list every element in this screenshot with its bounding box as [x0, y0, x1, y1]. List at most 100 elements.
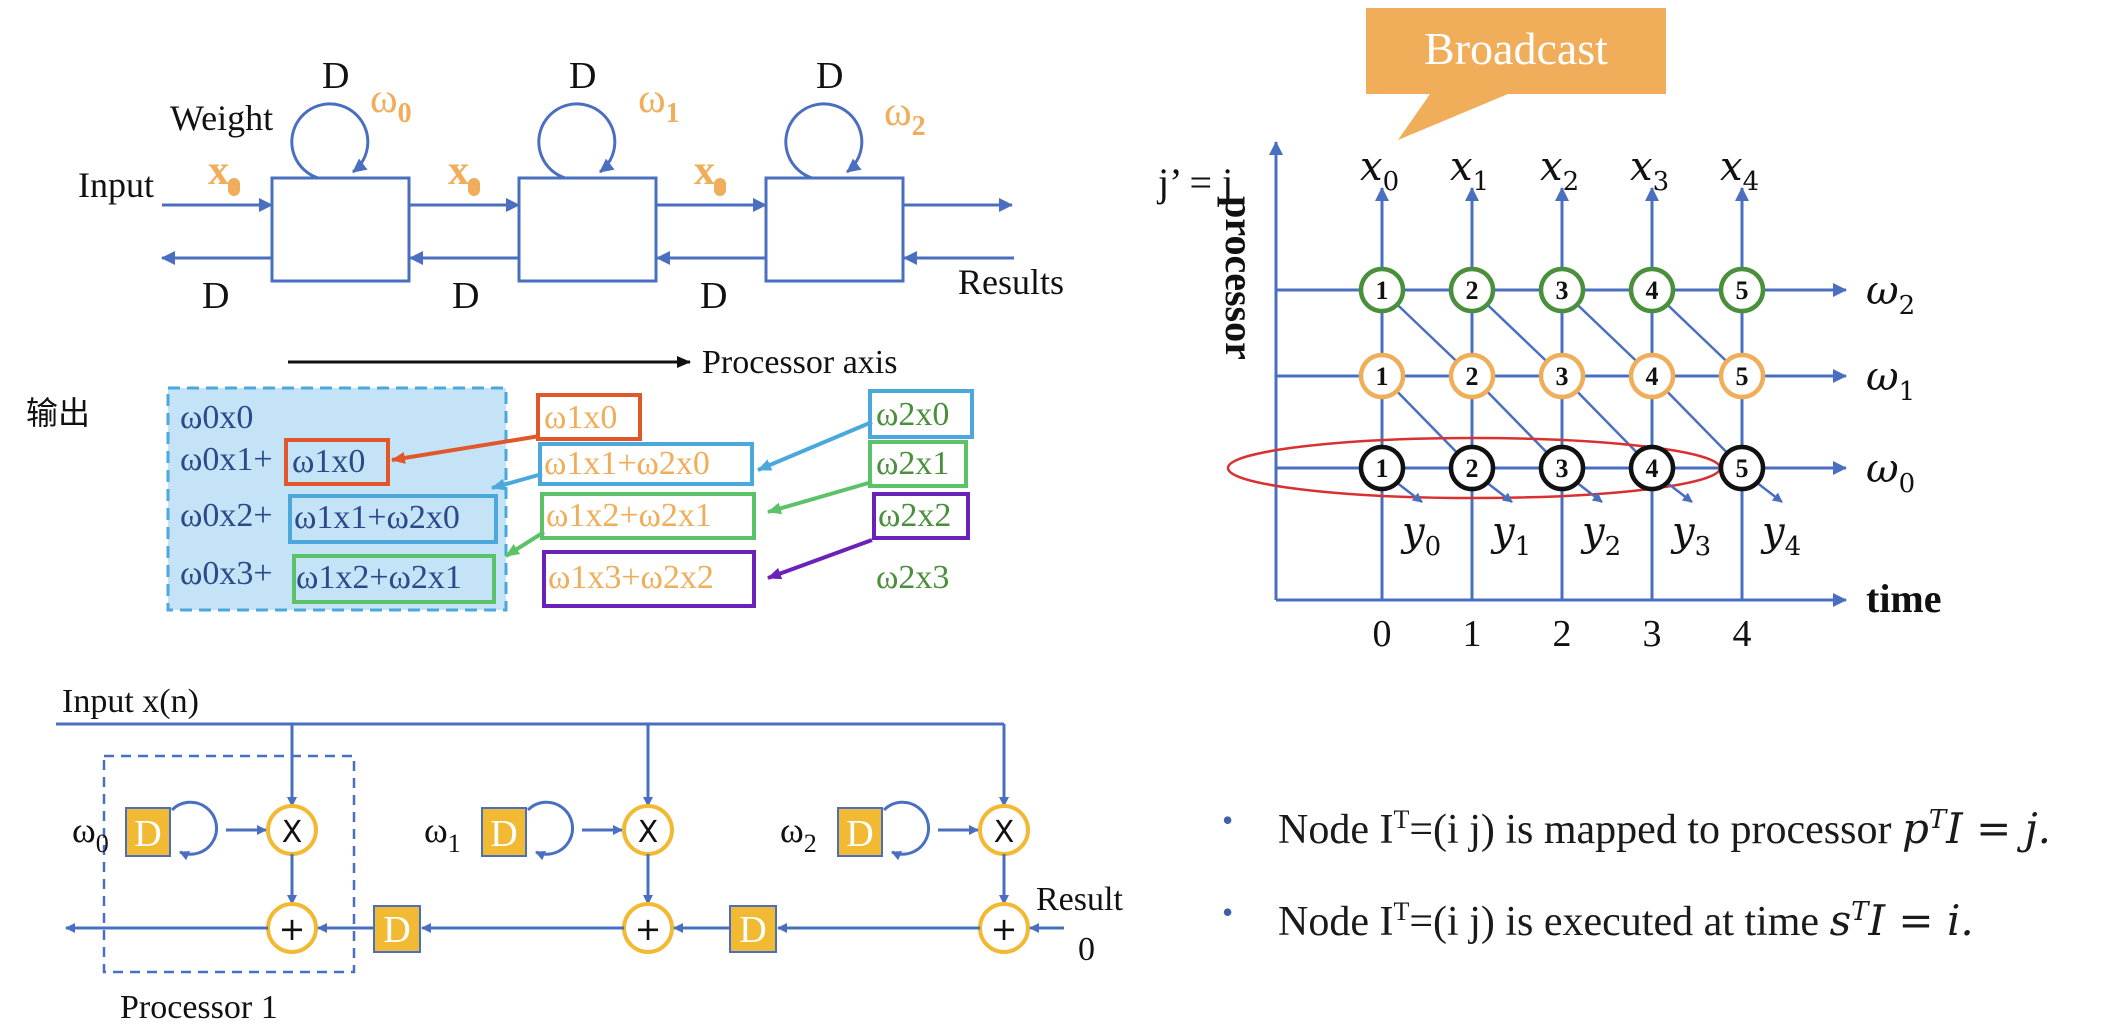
pe-cell-0 [270, 176, 411, 283]
node-r1-c2: 3 [1538, 352, 1586, 400]
output-term-w1x2w2x1: ω1x2+ω2x1 [296, 559, 462, 596]
node-r0-c4: 5 [1718, 266, 1766, 314]
loop-delay-0: D [322, 55, 349, 97]
term-base-2: ω0x2+ [180, 497, 273, 534]
bullet-text: Node IT=(i j) is executed at time sTI = … [1278, 896, 1974, 945]
multiplier-2: X [978, 804, 1030, 856]
right-box-0 [868, 389, 974, 439]
result-delay-1: D [729, 905, 777, 953]
term-base-1: ω0x1+ [180, 441, 273, 478]
output-column-box [166, 386, 508, 612]
mapping-notes: • Node IT=(i j) is mapped to processor p… [1222, 790, 2102, 974]
y-label-2: y2 [1580, 509, 1621, 562]
weight-loop-2 [784, 102, 864, 180]
output-box-w1x0 [284, 438, 390, 486]
weight-reg-0: D [125, 800, 267, 861]
pipe-weight-2: ω2 [884, 89, 926, 142]
svg-text:4: 4 [1646, 276, 1659, 305]
svg-text:4: 4 [1646, 362, 1659, 391]
x-label-2: x2 [1540, 144, 1579, 197]
processor-axis-title: processor [1217, 196, 1262, 360]
fir-circuit: Input x(n) Processor 1 ω0 ω1 ω2 D D D [56, 683, 1123, 1024]
node-r2-c3: 4 [1628, 444, 1676, 492]
weight-loop-1 [537, 102, 617, 180]
bullet-text: Node IT=(i j) is mapped to processor pTI… [1278, 804, 2052, 853]
systolic-pipeline: Weight Input Results D D D D D D ω0 ω1 ω… [78, 55, 1064, 381]
svg-text:3: 3 [1556, 362, 1569, 391]
output-box-w1x2w2x1 [292, 554, 496, 604]
adder-2: + [978, 902, 1030, 954]
output-arrow-0 [1395, 481, 1423, 503]
y-label-3: y3 [1670, 509, 1711, 562]
node-r0-c2: 3 [1538, 266, 1586, 314]
mid-term-1: ω1x1+ω2x0 [544, 445, 710, 482]
adder-1: + [622, 902, 674, 954]
term-base-3: ω0x3+ [180, 555, 273, 592]
svg-text:D: D [134, 813, 161, 855]
weight-loop-0 [290, 102, 370, 180]
arrow-w2x2 [767, 538, 873, 580]
time-axis-title: time [1866, 576, 1942, 621]
svg-text:D: D [846, 813, 873, 855]
svg-text:X: X [638, 815, 659, 850]
output-arrow-1 [1485, 481, 1513, 503]
mid-box-0 [536, 393, 642, 441]
svg-text:5: 5 [1736, 276, 1749, 305]
mid-box-2 [540, 492, 756, 540]
svg-text:3: 3 [1556, 276, 1569, 305]
node-r2-c1: 2 [1448, 444, 1496, 492]
output-arrow-2 [1575, 481, 1603, 503]
svg-text:D: D [490, 813, 517, 855]
arrow-w2x1 [767, 480, 873, 515]
svg-text:X: X [282, 815, 303, 850]
weight-reg-2: D [837, 800, 979, 861]
bullet-dot: • [1222, 802, 1234, 838]
svg-text:5: 5 [1736, 454, 1749, 483]
circuit-weight-2: ω2 [780, 810, 817, 858]
time-tick-2: 2 [1553, 613, 1572, 655]
pipe-x-token-0: x [208, 148, 229, 194]
back-delay-1: D [452, 275, 479, 317]
right-box-2 [872, 492, 970, 540]
right-term-0: ω2x0 [876, 396, 949, 433]
processor-1-box [102, 754, 356, 974]
mid-box-1 [538, 442, 754, 486]
svg-text:1: 1 [1376, 362, 1389, 391]
input-label: Input [78, 165, 154, 205]
broadcast-callout [1366, 8, 1666, 140]
pipe-x-token-1: x [448, 148, 469, 194]
node-r1-c1: 2 [1448, 352, 1496, 400]
node-r0-c1: 2 [1448, 266, 1496, 314]
omega-row-label-0: ω2 [1866, 268, 1915, 321]
x-label-3: x3 [1630, 144, 1669, 197]
back-delay-0: D [202, 275, 229, 317]
pe-cell-1 [517, 176, 658, 283]
processor-axis-label: Processor axis [702, 344, 897, 381]
output-term-w1x1w2x0: ω1x1+ω2x0 [294, 499, 460, 536]
node-r2-c0: 1 [1358, 444, 1406, 492]
y-label-0: y0 [1400, 509, 1441, 562]
bullet-dot: • [1222, 894, 1234, 930]
mid-box-3 [542, 550, 756, 608]
svg-text:2: 2 [1466, 454, 1479, 483]
output-label: 输出 [26, 394, 90, 432]
arrow-w2x0 [757, 420, 873, 472]
node-r1-c0: 1 [1358, 352, 1406, 400]
node-r0-c3: 4 [1628, 266, 1676, 314]
results-label: Results [958, 262, 1064, 302]
circuit-weight-0: ω0 [72, 810, 109, 858]
jprime-label: j’ = j [1156, 160, 1233, 205]
circuit-weight-1: ω1 [424, 810, 461, 858]
node-r1-c4: 5 [1718, 352, 1766, 400]
mid-term-2: ω1x2+ω2x1 [546, 497, 712, 534]
output-arrow-3 [1665, 481, 1693, 503]
y-label-4: y4 [1760, 509, 1801, 562]
time-tick-3: 3 [1643, 613, 1662, 655]
output-term-w1x0: ω1x0 [292, 443, 365, 480]
result-delay-0: D [373, 905, 421, 953]
pipe-weight-0: ω0 [370, 76, 412, 129]
x-label-4: x4 [1720, 144, 1759, 197]
